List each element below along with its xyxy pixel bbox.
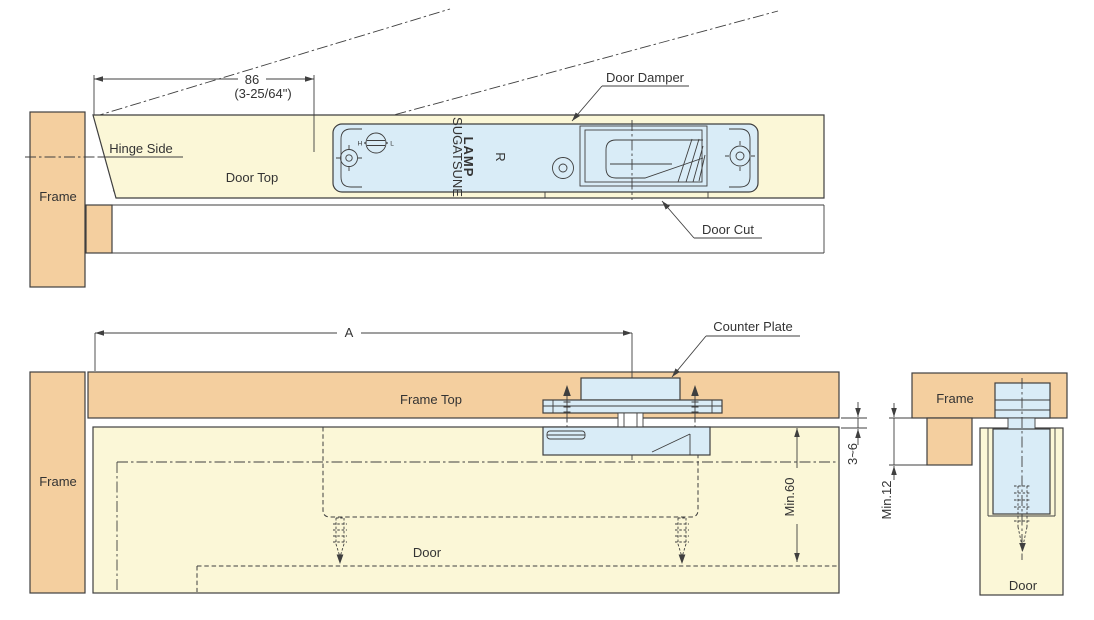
door-cut-label: Door Cut bbox=[702, 222, 754, 237]
door-top-label: Door Top bbox=[226, 170, 279, 185]
adjust-screw-icon: H L bbox=[358, 132, 394, 154]
damper-body bbox=[332, 123, 759, 193]
hidden-mortise-outline bbox=[322, 427, 699, 518]
adjust-mark-l: L bbox=[390, 141, 394, 148]
latch-spring bbox=[677, 138, 706, 183]
dim-86-mm: 86 bbox=[245, 72, 259, 87]
door-centerline-front bbox=[116, 461, 838, 592]
dim-a-label: A bbox=[345, 325, 354, 340]
door-cut-callout: Door Cut bbox=[661, 200, 762, 239]
dimension-gap: 3~6 bbox=[841, 402, 867, 465]
counter-plate-side bbox=[994, 382, 1051, 419]
front-view: Frame Frame Top Door A bbox=[29, 319, 867, 594]
counter-plate-label: Counter Plate bbox=[713, 319, 793, 334]
door-label-front: Door bbox=[413, 545, 442, 560]
hidden-screw-side bbox=[1014, 485, 1031, 552]
mortise-pocket-side bbox=[987, 428, 1056, 517]
door-swing-phantom-line-2 bbox=[112, 10, 779, 192]
dim-min60-label: Min.60 bbox=[782, 477, 797, 516]
hand-mark: R bbox=[493, 152, 508, 161]
dim-86-inch: (3-25/64") bbox=[234, 86, 291, 101]
damper-body-side bbox=[992, 428, 1051, 515]
dimension-min12: Min.12 bbox=[879, 403, 927, 520]
door-damper-label: Door Damper bbox=[606, 70, 685, 85]
frame-label-side: Frame bbox=[936, 391, 974, 406]
mounting-screw-down-left bbox=[333, 517, 347, 564]
dimension-86: 86 (3-25/64") bbox=[93, 72, 315, 152]
maker-logo: SUGATSUNE bbox=[450, 117, 465, 197]
door-stop-side bbox=[926, 417, 973, 466]
door-panel-front bbox=[92, 426, 840, 594]
door-cut-notch bbox=[544, 192, 709, 198]
door-damper-device: H L LAMP SUGATSUNE R bbox=[332, 117, 759, 200]
dimension-min60: Min.60 bbox=[782, 428, 800, 562]
top-view: Frame Hinge Side Door Top 86 (3-25/64") bbox=[25, 8, 825, 288]
latch-housing bbox=[579, 125, 708, 187]
latch-body-front bbox=[542, 426, 711, 456]
frame-label-front: Frame bbox=[39, 474, 77, 489]
door-label-side: Door bbox=[1009, 578, 1038, 593]
right-screw-icon bbox=[725, 141, 755, 171]
striker-stem-side bbox=[1007, 417, 1036, 431]
side-view: Frame Door Min.12 bbox=[879, 372, 1068, 596]
door-swing-phantom-line-1 bbox=[92, 8, 451, 118]
frame-top-label: Frame Top bbox=[400, 392, 462, 407]
hidden-rail-line bbox=[196, 565, 838, 592]
counter-plate-body bbox=[580, 377, 681, 401]
brand-logo: LAMP bbox=[461, 137, 476, 178]
hinge-side-label: Hinge Side bbox=[109, 141, 173, 156]
door-leaf-edge-lines bbox=[112, 204, 825, 254]
counter-plate-front bbox=[542, 377, 723, 456]
adjust-mark-h: H bbox=[358, 141, 363, 148]
pivot-hole-icon bbox=[552, 157, 574, 179]
door-stop-section bbox=[85, 204, 113, 254]
frame-jamb-front bbox=[29, 371, 86, 594]
mounting-screw-down-right bbox=[675, 517, 689, 564]
left-screw-icon bbox=[336, 145, 362, 171]
door-damper-callout: Door Damper bbox=[571, 70, 689, 122]
frame-label-top: Frame bbox=[39, 189, 77, 204]
counter-plate-callout: Counter Plate bbox=[671, 319, 800, 378]
dim-gap-label: 3~6 bbox=[845, 443, 860, 465]
frame-jamb-section bbox=[29, 111, 86, 288]
left-end-bracket bbox=[340, 128, 362, 188]
frame-top-panel bbox=[87, 371, 840, 419]
dim-min12-label: Min.12 bbox=[879, 480, 894, 519]
